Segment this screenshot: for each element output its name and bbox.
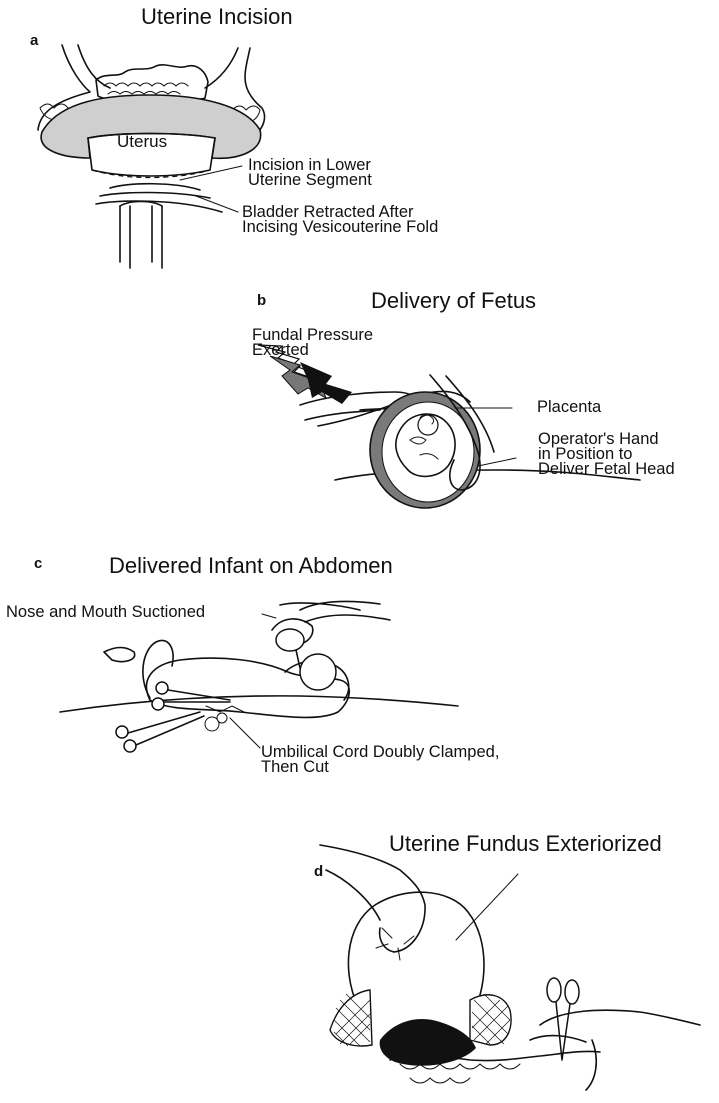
label-placenta: Placenta [537, 400, 601, 415]
panel-a-title: Uterine Incision [141, 6, 293, 28]
label-nose-mouth-suctioned: Nose and Mouth Suctioned [6, 605, 205, 620]
panel-b-letter: b [257, 293, 266, 308]
uterus-label: Uterus [117, 133, 167, 150]
panel-c-letter: c [34, 556, 42, 571]
panel-c-illustration [60, 602, 458, 752]
label-fundal-pressure: Fundal Pressure Exerted [252, 328, 373, 358]
label-operators-hand: Operator's Hand in Position to Deliver F… [538, 432, 675, 477]
panel-b-illustration [258, 345, 640, 508]
panel-d-letter: d [314, 864, 323, 879]
label-bladder-retracted: Bladder Retracted After Incising Vesicou… [242, 205, 438, 235]
label-umbilical-cord: Umbilical Cord Doubly Clamped, Then Cut [261, 745, 499, 775]
panel-d-illustration [320, 845, 700, 1090]
label-incision-lower-segment: Incision in Lower Uterine Segment [248, 158, 372, 188]
panel-c-title: Delivered Infant on Abdomen [109, 555, 393, 577]
panel-a-letter: a [30, 33, 38, 48]
panel-b-title: Delivery of Fetus [371, 290, 536, 312]
panel-a-illustration [38, 45, 265, 268]
panel-d-title: Uterine Fundus Exteriorized [389, 833, 662, 855]
